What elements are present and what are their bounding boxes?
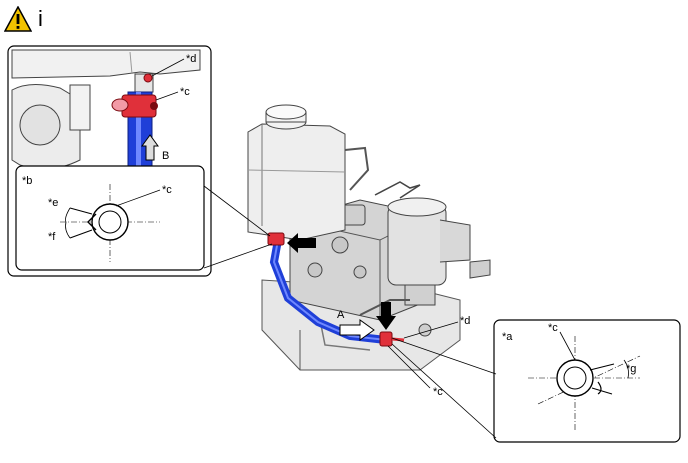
- arrow-down-icon: [376, 302, 396, 330]
- lower-hose-clamp: [379, 331, 393, 347]
- lower-mark: [391, 337, 405, 342]
- zoom-mark-d: [143, 73, 153, 83]
- zoom-connector-bottom: [203, 243, 273, 269]
- arrow-b-label: B: [162, 150, 169, 162]
- upper-hose-clamp: [267, 232, 285, 246]
- inset-a-connector-bottom: [391, 343, 497, 439]
- inset-a-callout-c: *c: [548, 322, 558, 334]
- main-callout-d: *d: [460, 315, 470, 327]
- detail-inset-b: *b *c *e *f: [15, 165, 205, 271]
- inset-a-callout-g: *g: [626, 363, 636, 375]
- arrow-a-label: A: [337, 309, 345, 321]
- zoom-connector-top: [203, 185, 271, 237]
- inset-b-callout-e: *e: [48, 197, 58, 209]
- inset-a-label: *a: [502, 331, 513, 343]
- header: i: [4, 6, 43, 32]
- arrow-b-icon: [141, 134, 159, 161]
- top-callout-c: *c: [180, 86, 190, 98]
- warning-triangle-icon: [4, 6, 32, 32]
- detail-inset-a: *a *c *g: [493, 319, 681, 443]
- header-label: i: [38, 6, 43, 31]
- top-callout-d: *d: [186, 53, 196, 65]
- arrow-left-icon: [287, 233, 316, 253]
- arrow-a-icon: [339, 319, 375, 341]
- inset-a-connector-top: [391, 337, 497, 375]
- brake-hose-highlight: [272, 239, 387, 341]
- inset-b-label: *b: [22, 175, 32, 187]
- inset-b-callout-f: *f: [48, 231, 56, 243]
- main-callout-c: *c: [433, 386, 443, 398]
- inset-b-callout-c: *c: [162, 184, 172, 196]
